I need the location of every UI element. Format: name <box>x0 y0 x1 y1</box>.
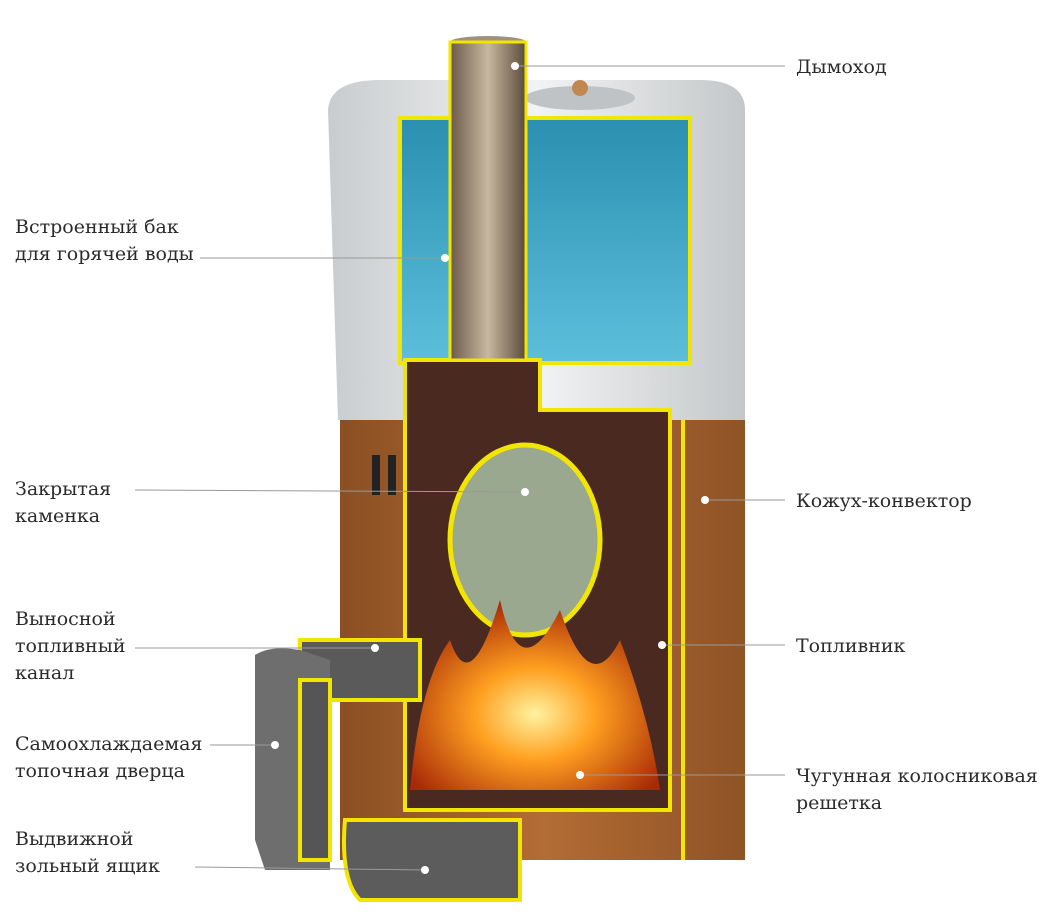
label-closed-heater: Закрытая каменка <box>15 476 111 530</box>
label-line: топочная дверца <box>15 760 185 782</box>
label-line: Встроенный бак <box>15 216 179 238</box>
label-line: Закрытая <box>15 478 112 500</box>
fuel-channel-and-door <box>255 638 422 870</box>
label-line: для горячей воды <box>15 243 194 265</box>
firebox <box>403 358 672 812</box>
label-ash-drawer: Выдвижной зольный ящик <box>15 826 160 880</box>
label-remote-fuel-channel: Выносной топливный канал <box>15 606 126 687</box>
water-tank <box>328 80 745 420</box>
label-self-cooling-door: Самоохлаждаемая топочная дверца <box>15 731 202 785</box>
leader-lines <box>134 65 785 871</box>
label-line: Выносной <box>15 608 116 630</box>
label-line: Выдвижной <box>15 828 134 850</box>
label-line: каменка <box>15 505 101 527</box>
label-chimney: Дымоход <box>796 54 887 81</box>
ash-drawer <box>342 818 522 902</box>
closed-heater-stones <box>447 442 603 638</box>
label-line: канал <box>15 662 75 684</box>
label-line: Топливник <box>796 635 906 657</box>
label-line: Кожух-конвектор <box>796 490 972 512</box>
label-convector-casing: Кожух-конвектор <box>796 488 972 515</box>
label-firebox: Топливник <box>796 633 905 660</box>
label-line: топливный <box>15 635 126 657</box>
label-line: зольный ящик <box>15 855 160 877</box>
label-line: Самоохлаждаемая <box>15 733 203 755</box>
fire <box>410 600 660 790</box>
leader-dots <box>271 62 709 874</box>
label-line: решетка <box>796 792 883 814</box>
label-line: Дымоход <box>796 56 887 78</box>
label-cast-iron-grate: Чугунная колосниковая решетка <box>796 763 1038 817</box>
label-water-tank: Встроенный бак для горячей воды <box>15 214 194 268</box>
label-line: Чугунная колосниковая <box>796 765 1038 787</box>
chimney <box>448 36 528 362</box>
